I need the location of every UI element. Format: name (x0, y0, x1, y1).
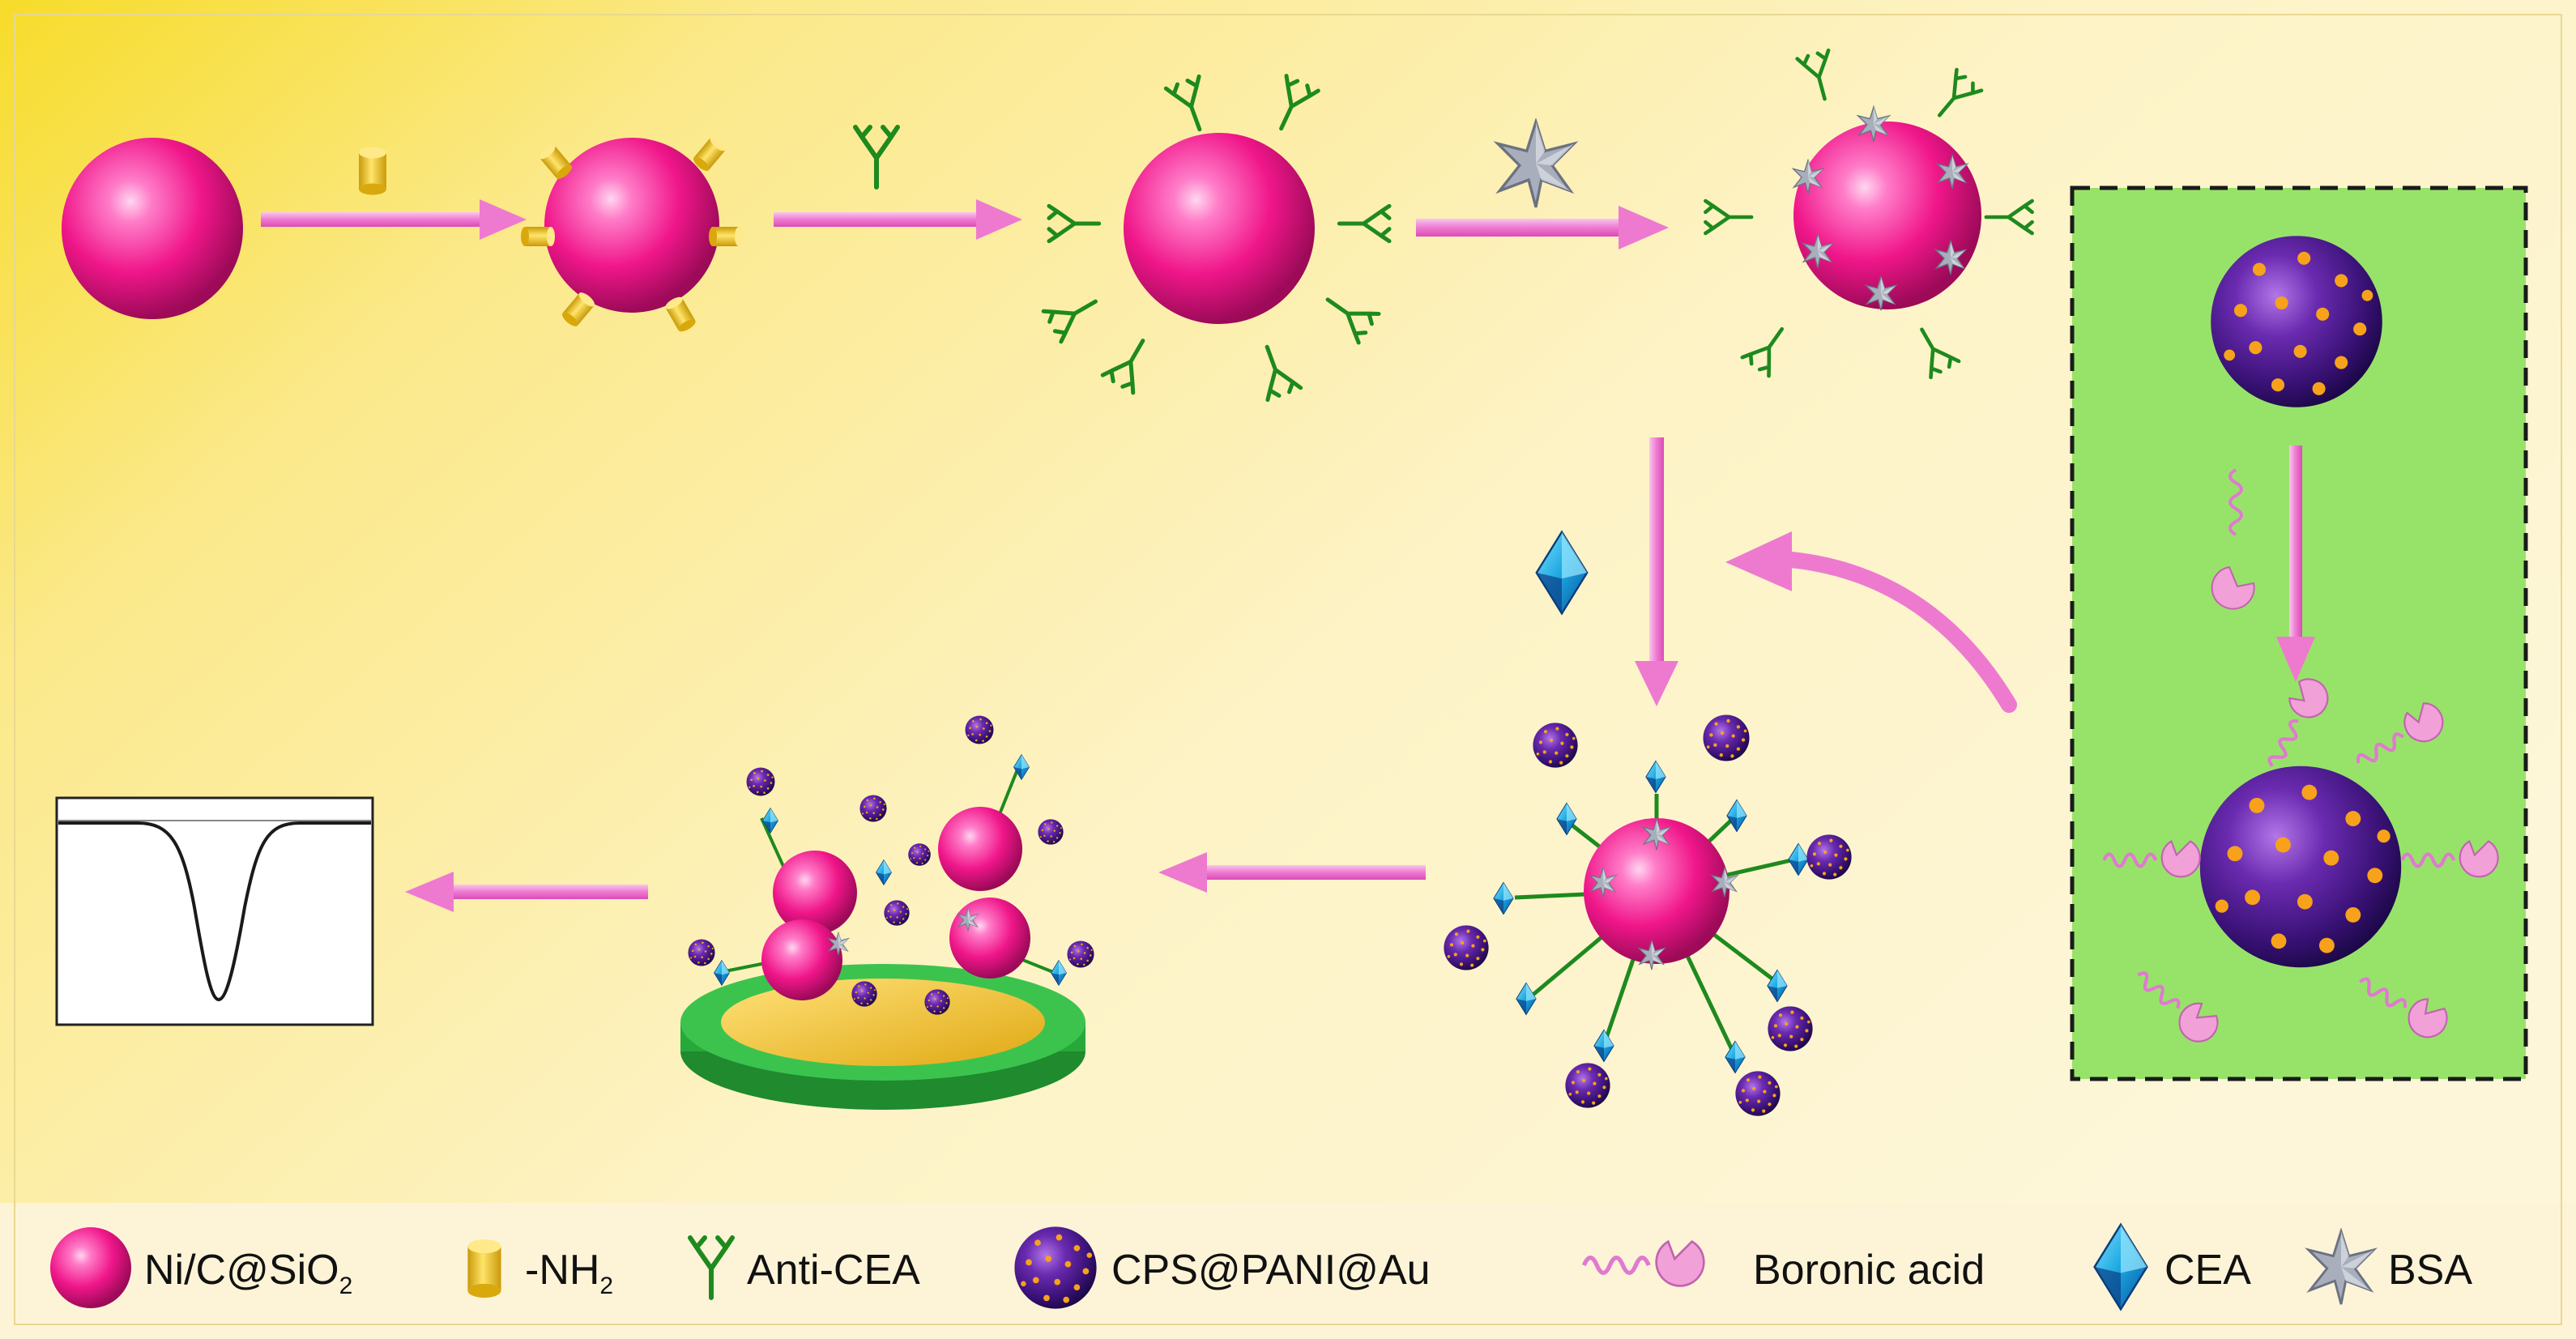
legend-item-cea: CEA (2093, 1223, 2251, 1311)
amine-sphere (521, 134, 743, 335)
arrow-down (1535, 437, 1678, 706)
figure-border (14, 14, 2562, 1325)
legend-cea-label: CEA (2164, 1247, 2251, 1294)
curved-arrow (1725, 531, 2017, 713)
antibody-sphere (1043, 76, 1389, 400)
arrow-left-1 (1158, 852, 1426, 893)
legend-ni-label: Ni/C@SiO (144, 1247, 339, 1294)
signal-curve-icon (55, 796, 374, 1026)
legend-nh2-label: -NH (525, 1247, 599, 1294)
sphere-icon (50, 1227, 131, 1308)
legend: Ni/C@SiO2 -NH2 Anti-CEA CPS@PANI@Au Boro… (50, 1223, 2472, 1311)
legend-ni-sub: 2 (339, 1273, 353, 1299)
cps-sphere-bottom (2199, 765, 2402, 968)
amine-linker-icon (359, 147, 386, 195)
svg-text:-NH2: -NH2 (525, 1247, 613, 1299)
legend-item-bsa: BSA (2307, 1230, 2472, 1306)
bare-sphere (62, 138, 243, 319)
legend-cps-label: CPS@PANI@Au (1111, 1247, 1431, 1294)
legend-item-ni: Ni/C@SiO2 (50, 1227, 352, 1308)
legend-item-boronic: Boronic acid (1584, 1242, 1985, 1294)
electrode-assembly (688, 715, 1094, 1015)
bsa-sphere (1705, 50, 2032, 377)
amine-linker-icon (467, 1239, 501, 1298)
legend-item-anti-cea: Anti-CEA (690, 1238, 920, 1298)
legend-item-cps: CPS@PANI@Au (1014, 1226, 1431, 1309)
legend-strip (0, 1203, 2576, 1339)
cps-icon (1014, 1226, 1097, 1309)
arrow-2 (774, 127, 1022, 240)
cps-inset-panel (2070, 185, 2528, 1081)
cps-sphere-top (2211, 236, 2382, 407)
arrow-left-2 (405, 872, 648, 912)
legend-item-nh2: -NH2 (467, 1239, 613, 1299)
legend-nh2-sub: 2 (599, 1273, 613, 1299)
svg-text:Ni/C@SiO2: Ni/C@SiO2 (144, 1247, 352, 1299)
arrow-3 (1416, 120, 1669, 249)
boronic-acid-icon (2211, 468, 2255, 610)
legend-bsa-label: BSA (2388, 1247, 2472, 1294)
sandwich-complex (1444, 714, 1852, 1116)
arrow-1 (261, 147, 527, 240)
legend-boronic-label: Boronic acid (1753, 1247, 1985, 1294)
electrode-icon (680, 964, 1085, 1110)
legend-anti-cea-label: Anti-CEA (747, 1247, 920, 1294)
